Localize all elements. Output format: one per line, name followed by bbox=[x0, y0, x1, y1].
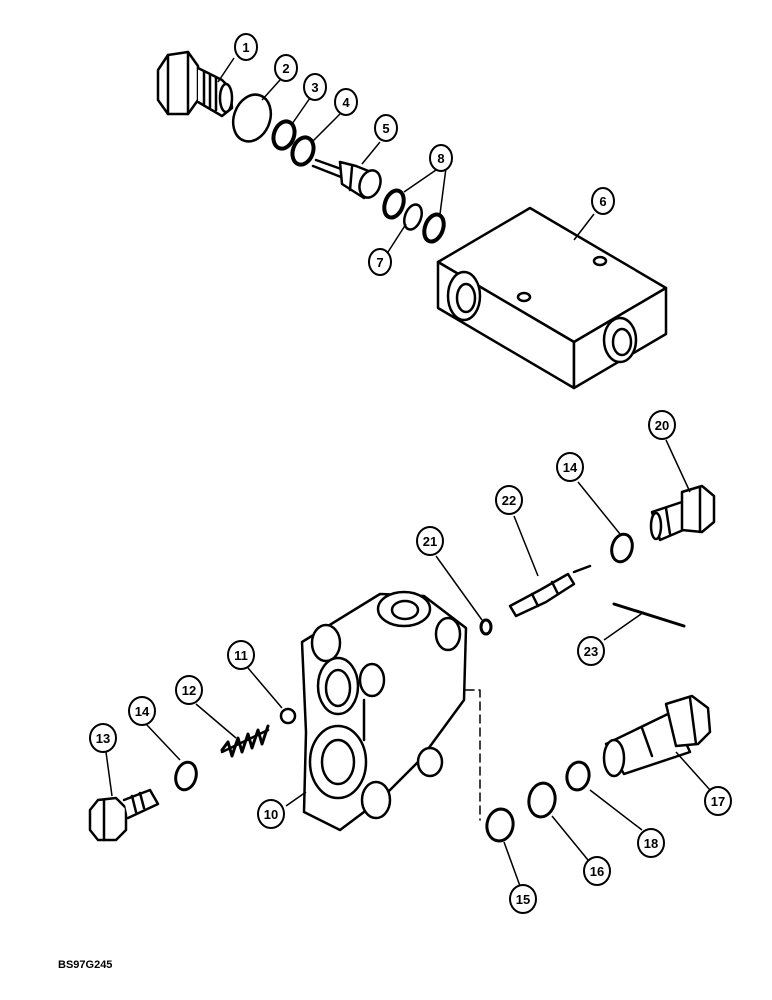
svg-text:2: 2 bbox=[282, 61, 289, 76]
part-15-o-ring bbox=[485, 807, 515, 843]
callout-4: 3 bbox=[303, 73, 327, 101]
dashed-assembly-line bbox=[465, 689, 481, 821]
callout-7: 7 bbox=[368, 248, 392, 276]
svg-text:22: 22 bbox=[502, 493, 516, 508]
callout-8: 8 bbox=[429, 144, 453, 172]
part-10-valve-housing bbox=[300, 590, 468, 832]
svg-text:17: 17 bbox=[711, 794, 725, 809]
figure-code: BS97G245 bbox=[58, 959, 112, 971]
svg-text:6: 6 bbox=[599, 194, 606, 209]
callout-10: 10 bbox=[257, 799, 285, 829]
callout-12: 12 bbox=[175, 675, 203, 705]
part-17-cartridge bbox=[602, 694, 712, 778]
callout-22: 22 bbox=[495, 485, 523, 515]
callout-17: 17 bbox=[704, 786, 732, 816]
svg-text:15: 15 bbox=[516, 892, 530, 907]
part-16-backup-ring bbox=[527, 781, 557, 819]
part-20-plug bbox=[649, 484, 716, 542]
part-12-spring bbox=[220, 724, 270, 758]
callout-18: 18 bbox=[637, 828, 665, 858]
svg-text:1: 1 bbox=[242, 40, 249, 55]
callout-14-upper: 14 bbox=[556, 452, 584, 482]
part-11-check-ball bbox=[279, 707, 297, 725]
callouts: 1 2 3 4 5 8 7 6 20 14 22 21 23 11 12 14 … bbox=[89, 33, 732, 914]
part-14-o-ring-lower bbox=[174, 760, 198, 792]
svg-text:20: 20 bbox=[655, 418, 669, 433]
callout-13: 13 bbox=[89, 723, 117, 753]
callout-3: 2 bbox=[274, 54, 298, 82]
svg-text:5: 5 bbox=[382, 121, 389, 136]
svg-text:14: 14 bbox=[135, 704, 150, 719]
leader-lines bbox=[105, 57, 711, 887]
callout-15: 15 bbox=[509, 884, 537, 914]
svg-text:4: 4 bbox=[342, 95, 350, 110]
svg-text:8: 8 bbox=[437, 151, 444, 166]
callout-6: 5 bbox=[374, 114, 398, 142]
part-8-seal-ring-b bbox=[422, 212, 446, 244]
svg-text:14: 14 bbox=[563, 460, 578, 475]
callout-23: 23 bbox=[577, 636, 605, 666]
part-18-seal-ring bbox=[565, 760, 591, 792]
part-7-backup-ring bbox=[403, 203, 423, 231]
callout-14-lower: 14 bbox=[128, 696, 156, 726]
callout-16: 16 bbox=[583, 856, 611, 886]
svg-text:12: 12 bbox=[182, 683, 196, 698]
svg-text:3: 3 bbox=[311, 80, 318, 95]
part-21-small-ring bbox=[479, 618, 493, 636]
callout-5: 4 bbox=[334, 88, 358, 116]
callout-11: 11 bbox=[227, 640, 255, 670]
callout-20: 20 bbox=[648, 410, 676, 440]
callout-1: 6 bbox=[591, 187, 615, 215]
callout-21: 21 bbox=[416, 526, 444, 556]
svg-text:21: 21 bbox=[423, 534, 437, 549]
part-22-spool bbox=[508, 564, 592, 618]
part-2-relief-cartridge bbox=[156, 50, 234, 118]
part-1-valve-body-block bbox=[436, 206, 668, 390]
part-13-plug bbox=[88, 788, 160, 842]
part-6-poppet bbox=[311, 158, 382, 200]
svg-text:16: 16 bbox=[590, 864, 604, 879]
svg-text:10: 10 bbox=[264, 807, 278, 822]
part-8-seal-ring-a bbox=[382, 188, 406, 220]
part-5-seal-ring bbox=[290, 135, 316, 167]
svg-text:13: 13 bbox=[96, 731, 110, 746]
svg-text:11: 11 bbox=[234, 648, 248, 663]
callout-2: 1 bbox=[234, 33, 258, 61]
part-3-o-ring bbox=[231, 93, 273, 143]
svg-text:18: 18 bbox=[644, 836, 658, 851]
part-14-o-ring-upper bbox=[610, 532, 634, 564]
svg-text:23: 23 bbox=[584, 644, 598, 659]
part-4-backup-ring bbox=[271, 119, 297, 151]
svg-text:7: 7 bbox=[376, 255, 383, 270]
part-23-pin bbox=[612, 602, 686, 628]
